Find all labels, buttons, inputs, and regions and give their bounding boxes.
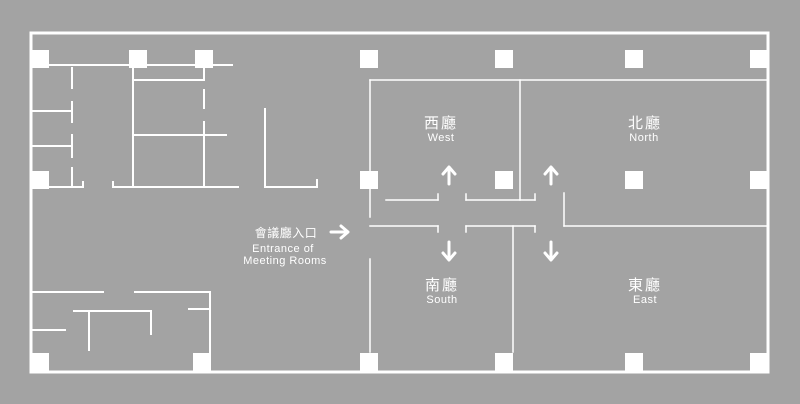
room-name-zh: 南廳 bbox=[425, 276, 459, 294]
room-name-zh: 北廳 bbox=[628, 114, 662, 132]
arrow-up-icon bbox=[441, 165, 457, 186]
room-west: 西廳 West bbox=[424, 114, 458, 144]
arrow-down-icon bbox=[543, 240, 559, 262]
entrance-en-line1: Entrance of bbox=[252, 243, 314, 255]
room-name-en: West bbox=[428, 132, 455, 144]
room-name-en: East bbox=[633, 294, 657, 306]
direction-arrows bbox=[329, 165, 559, 262]
room-south: 南廳 South bbox=[425, 276, 459, 306]
arrow-down-icon bbox=[441, 240, 457, 262]
room-east: 東廳 East bbox=[628, 276, 662, 306]
pillars bbox=[31, 50, 768, 371]
arrow-right-icon bbox=[329, 224, 350, 240]
entrance-label: 會議廳入口 Entrance of Meeting Rooms bbox=[243, 225, 327, 267]
room-north: 北廳 North bbox=[628, 114, 662, 144]
room-name-en: South bbox=[426, 294, 457, 306]
entrance-en-line2: Meeting Rooms bbox=[243, 255, 327, 267]
room-name-en: North bbox=[629, 132, 658, 144]
room-name-zh: 東廳 bbox=[628, 276, 662, 294]
entrance-zh: 會議廳入口 bbox=[255, 225, 318, 240]
room-name-zh: 西廳 bbox=[424, 114, 458, 132]
walls bbox=[29, 31, 770, 374]
arrow-up-icon bbox=[543, 165, 559, 186]
